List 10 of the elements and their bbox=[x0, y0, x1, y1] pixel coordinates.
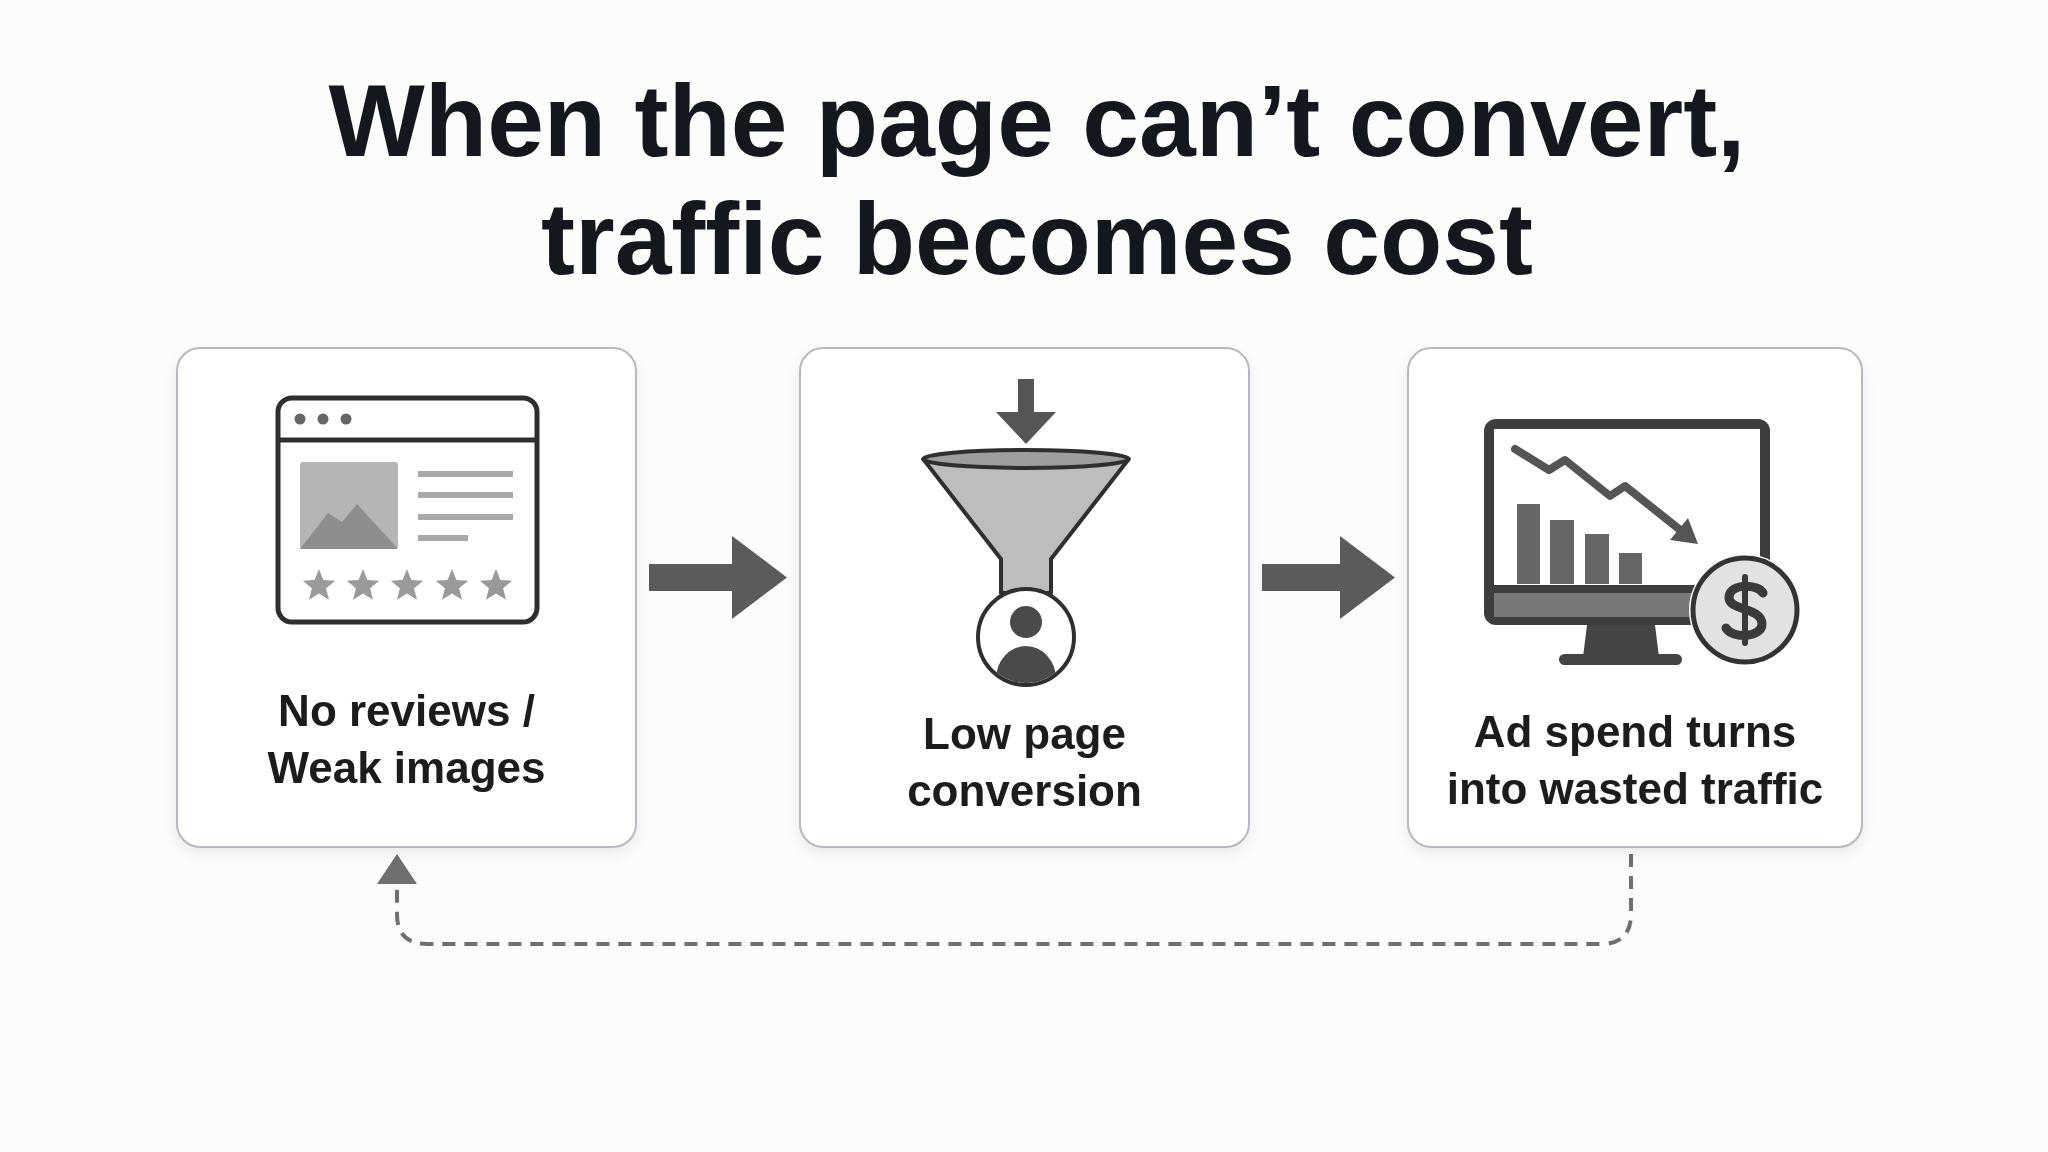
dashed-arrow bbox=[377, 854, 1633, 946]
arrow bbox=[1262, 535, 1395, 619]
step-label: Ad spend turns into wasted traffic bbox=[1445, 706, 1825, 815]
title: When the page can’t convert, traffic becomes cost bbox=[327, 63, 1747, 298]
step-label: Low page conversion bbox=[906, 708, 1143, 817]
step-card bbox=[1407, 347, 1863, 848]
arrow bbox=[649, 535, 787, 619]
step-card bbox=[176, 347, 637, 848]
step-card bbox=[799, 347, 1250, 848]
step-label: No reviews / Weak images bbox=[266, 685, 547, 794]
